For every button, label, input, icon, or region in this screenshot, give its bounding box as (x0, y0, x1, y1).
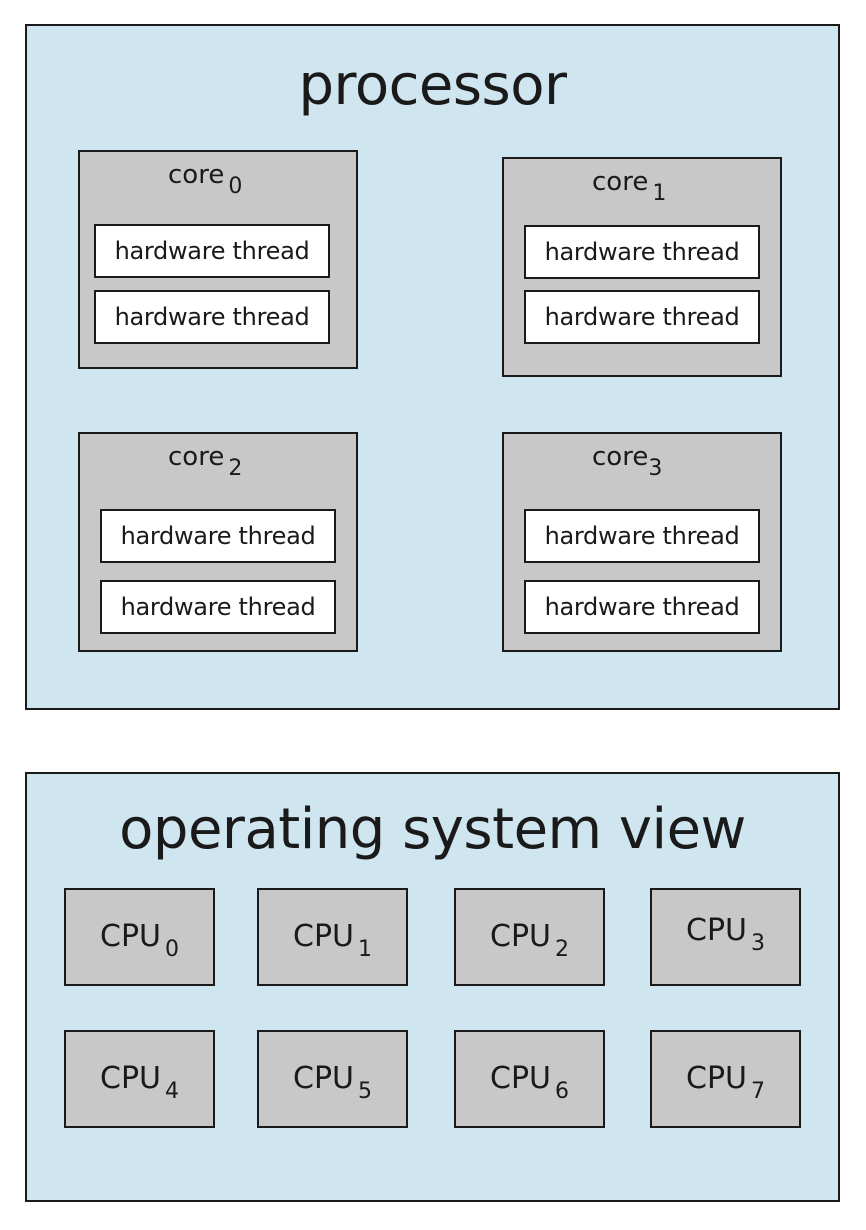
core-1-thread-1: hardware thread (524, 290, 760, 344)
cpu-4-name: CPU (100, 1061, 161, 1096)
core-1-thread-0: hardware thread (524, 225, 760, 279)
core-0-thread-0: hardware thread (94, 224, 330, 278)
cpu-3-name: CPU (686, 913, 747, 948)
os-view-title: operating system view (119, 797, 746, 862)
cpu-7-name: CPU (686, 1061, 747, 1096)
core-2-index: 2 (228, 456, 243, 481)
cpu-5-name: CPU (293, 1061, 354, 1096)
core-0-index: 0 (228, 174, 243, 199)
core-3-label: core3 (592, 442, 662, 484)
core-3-name: core (592, 442, 649, 472)
cpu-1-index: 1 (358, 937, 372, 962)
core-2-name: core (168, 442, 225, 472)
core-3-index: 3 (648, 456, 663, 481)
cpu-0-name: CPU (100, 919, 161, 954)
cpu-7-index: 7 (751, 1079, 765, 1104)
processor-title: processor (298, 53, 567, 118)
cpu-0-index: 0 (165, 937, 179, 962)
core-0-thread-1: hardware thread (94, 290, 330, 344)
core-3-thread-0: hardware thread (524, 509, 760, 563)
core-3-thread-1: hardware thread (524, 580, 760, 634)
cpu-2-name: CPU (490, 919, 551, 954)
core-3: core3 hardware thread hardware thread (502, 432, 782, 652)
cpu-4-index: 4 (165, 1079, 179, 1104)
core-2-thread-0: hardware thread (100, 509, 336, 563)
cpu-2-index: 2 (555, 937, 569, 962)
core-2-thread-1: hardware thread (100, 580, 336, 634)
cpu-3-index: 3 (751, 931, 765, 956)
cpu-6-index: 6 (555, 1079, 569, 1104)
core-1-name: core (592, 167, 649, 197)
cpu-5-index: 5 (358, 1079, 372, 1104)
cpu-1-name: CPU (293, 919, 354, 954)
core-1-index: 1 (652, 181, 667, 206)
core-0-name: core (168, 160, 225, 190)
cpu-6-name: CPU (490, 1061, 551, 1096)
